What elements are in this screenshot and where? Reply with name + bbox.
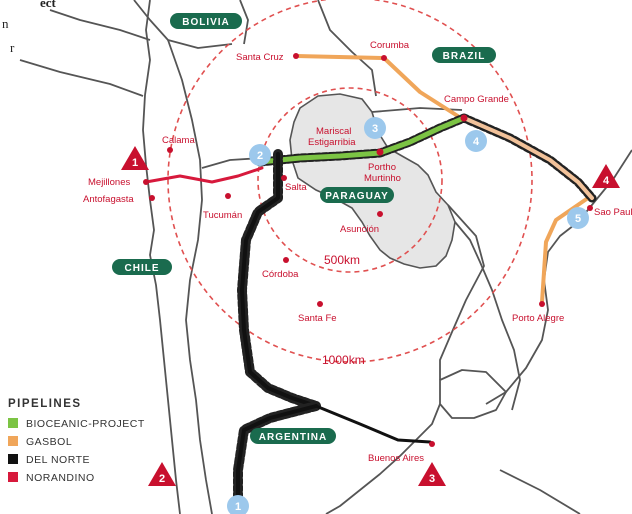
label-buenos-aires: Buenos Aires xyxy=(368,453,424,464)
label-santa-fe: Santa Fe xyxy=(298,313,337,324)
svg-text:2: 2 xyxy=(159,473,165,485)
svg-text:4: 4 xyxy=(603,175,610,187)
label-mariscal-line2: Estigarribia xyxy=(308,137,356,148)
label-cordoba: Córdoba xyxy=(262,269,299,280)
triangle-marker-1: 1 xyxy=(121,146,149,170)
legend-title: PIPELINES xyxy=(8,398,82,410)
ring-label-1000km: 1000km xyxy=(322,353,365,367)
badge-paraguay: PARAGUAY xyxy=(320,187,394,203)
ring-label-500km: 500km xyxy=(324,253,360,267)
ring-1000km xyxy=(167,0,533,363)
label-asuncion: Asunción xyxy=(340,224,379,235)
svg-text:1: 1 xyxy=(132,157,138,169)
svg-text:BIOCEANIC-PROJECT: BIOCEANIC-PROJECT xyxy=(26,418,145,430)
triangle-marker-4: 4 xyxy=(592,164,620,188)
label-tucuman: Tucumán xyxy=(203,210,242,221)
legend-item-gasbol: GASBOL xyxy=(8,436,72,448)
svg-text:BOLIVIA: BOLIVIA xyxy=(182,17,230,28)
label-salta: Salta xyxy=(285,182,307,193)
circle-marker-5: 5 xyxy=(567,207,589,229)
label-santa-cruz: Santa Cruz xyxy=(236,52,284,63)
badge-brazil: BRAZIL xyxy=(432,47,496,63)
badge-chile: CHILE xyxy=(112,259,172,275)
svg-text:ARGENTINA: ARGENTINA xyxy=(259,432,327,443)
triangle-marker-2: 2 xyxy=(148,462,176,486)
legend-item-bioceanic: BIOCEANIC-PROJECT xyxy=(8,418,145,430)
svg-text:PARAGUAY: PARAGUAY xyxy=(325,191,389,202)
city-labels: Santa Cruz Corumba Campo Grande Calama M… xyxy=(83,40,632,464)
pipelines xyxy=(144,54,597,505)
circle-marker-3: 3 xyxy=(364,117,386,139)
legend-item-del-norte: DEL NORTE xyxy=(8,454,90,466)
svg-text:4: 4 xyxy=(473,136,480,148)
distance-rings xyxy=(167,0,533,363)
svg-text:GASBOL: GASBOL xyxy=(26,436,72,448)
svg-text:1: 1 xyxy=(235,501,241,513)
borders xyxy=(19,0,632,514)
label-portho-line2: Murtinho xyxy=(364,173,401,184)
svg-text:5: 5 xyxy=(575,213,581,225)
circle-marker-1: 1 xyxy=(227,495,249,514)
label-portho-line1: Portho xyxy=(368,162,396,173)
edge-text-third: r xyxy=(10,40,15,55)
city-dots xyxy=(143,53,593,447)
svg-text:BRAZIL: BRAZIL xyxy=(443,51,486,62)
badge-argentina: ARGENTINA xyxy=(250,428,336,444)
label-sao-paulo: Sao Paul xyxy=(594,207,632,218)
label-porto-alegre: Porto Alegre xyxy=(512,313,564,324)
svg-text:3: 3 xyxy=(372,123,378,135)
circle-markers: 1 2 3 4 5 xyxy=(227,117,589,514)
label-corumba: Corumba xyxy=(370,40,410,51)
label-campo-grande: Campo Grande xyxy=(444,94,509,105)
svg-text:3: 3 xyxy=(429,473,435,485)
pipeline-gasbol-south xyxy=(540,196,590,304)
pipeline-gasbol xyxy=(294,54,466,122)
ring-500km xyxy=(257,87,443,273)
legend-item-norandino: NORANDINO xyxy=(8,472,95,484)
label-calama: Calama xyxy=(162,135,195,146)
pipeline-norandino xyxy=(144,166,264,184)
country-badges: BOLIVIA BRAZIL PARAGUAY CHILE ARGENTINA xyxy=(112,13,496,444)
label-mariscal-line1: Mariscal xyxy=(316,126,351,137)
label-antofagasta: Antofagasta xyxy=(83,194,134,205)
label-mejillones: Mejillones xyxy=(88,177,130,188)
svg-text:2: 2 xyxy=(257,150,263,162)
triangle-markers: 1 2 3 4 xyxy=(121,146,620,486)
svg-text:NORANDINO: NORANDINO xyxy=(26,472,95,484)
triangle-marker-3: 3 xyxy=(418,462,446,486)
circle-marker-4: 4 xyxy=(465,130,487,152)
edge-text-top: ect xyxy=(40,0,57,10)
svg-text:CHILE: CHILE xyxy=(125,263,160,274)
badge-bolivia: BOLIVIA xyxy=(170,13,242,29)
edge-text-second: n xyxy=(2,16,9,31)
svg-text:DEL NORTE: DEL NORTE xyxy=(26,454,90,466)
legend: PIPELINES BIOCEANIC-PROJECT GASBOL DEL N… xyxy=(8,398,145,484)
circle-marker-2: 2 xyxy=(249,144,271,166)
